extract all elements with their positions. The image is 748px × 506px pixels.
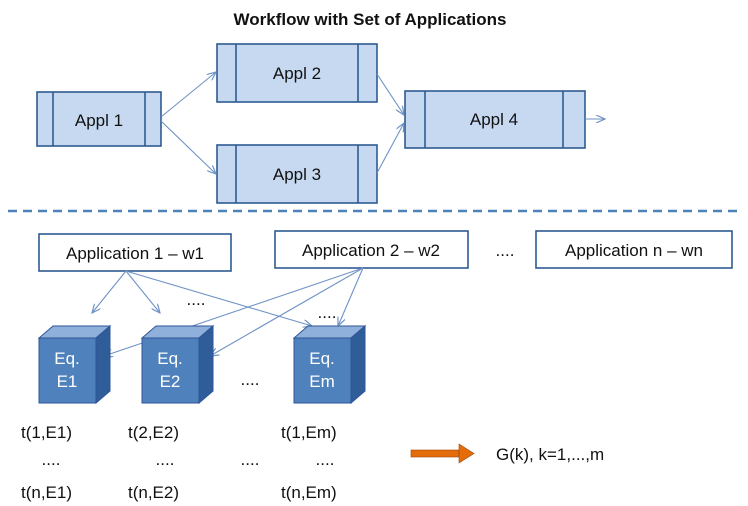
diagram-title: Workflow with Set of Applications bbox=[234, 10, 507, 29]
equipment-e1-cube: Eq. E1 bbox=[37, 324, 112, 405]
application-2-box: Application 2 – w2 bbox=[274, 230, 469, 269]
ellipsis-upper-right: .... bbox=[318, 303, 337, 322]
appl-3-box: Appl 3 bbox=[216, 144, 378, 204]
equipment-em-label-2: Em bbox=[309, 372, 335, 391]
appl-2-box: Appl 2 bbox=[216, 43, 378, 103]
orange-arrow bbox=[410, 443, 475, 464]
time-1-em: t(1,Em) bbox=[281, 423, 337, 442]
equipment-e2-cube: Eq. E2 bbox=[140, 324, 215, 405]
application-2-label: Application 2 – w2 bbox=[302, 241, 440, 260]
time-dots-3: .... bbox=[241, 450, 260, 469]
time-dots-1: .... bbox=[42, 450, 61, 469]
appl-2-label: Appl 2 bbox=[273, 64, 321, 83]
applications-ellipsis: .... bbox=[496, 241, 515, 260]
time-n-em: t(n,Em) bbox=[281, 483, 337, 502]
time-n-e1: t(n,E1) bbox=[21, 483, 72, 502]
equipment-em-label-1: Eq. bbox=[309, 349, 335, 368]
appl-4-box: Appl 4 bbox=[404, 90, 586, 149]
time-dots-2: .... bbox=[156, 450, 175, 469]
equipment-ellipsis: .... bbox=[241, 370, 260, 389]
time-n-e2: t(n,E2) bbox=[128, 483, 179, 502]
equipment-e1-label-1: Eq. bbox=[54, 349, 80, 368]
appl-1-box: Appl 1 bbox=[36, 91, 162, 147]
result-formula: G(k), k=1,...,m bbox=[496, 445, 604, 464]
application-n-label: Application n – wn bbox=[565, 241, 703, 260]
application-n-box: Application n – wn bbox=[535, 230, 733, 269]
workflow-arrows bbox=[160, 72, 605, 174]
appl-3-label: Appl 3 bbox=[273, 165, 321, 184]
application-1-label: Application 1 – w1 bbox=[66, 244, 204, 263]
time-dots-4: .... bbox=[316, 450, 335, 469]
application-1-box: Application 1 – w1 bbox=[38, 233, 232, 272]
equipment-e1-label-2: E1 bbox=[57, 372, 78, 391]
equipment-e2-label-2: E2 bbox=[160, 372, 181, 391]
time-2-e2: t(2,E2) bbox=[128, 423, 179, 442]
time-1-e1: t(1,E1) bbox=[21, 423, 72, 442]
ellipsis-upper-left: .... bbox=[187, 290, 206, 309]
appl-1-label: Appl 1 bbox=[75, 111, 123, 130]
equipment-em-cube: Eq. Em bbox=[292, 324, 367, 405]
time-labels: t(1,E1) t(2,E2) t(1,Em) .... .... .... .… bbox=[21, 423, 337, 502]
equipment-e2-label-1: Eq. bbox=[157, 349, 183, 368]
appl-4-label: Appl 4 bbox=[470, 110, 518, 129]
